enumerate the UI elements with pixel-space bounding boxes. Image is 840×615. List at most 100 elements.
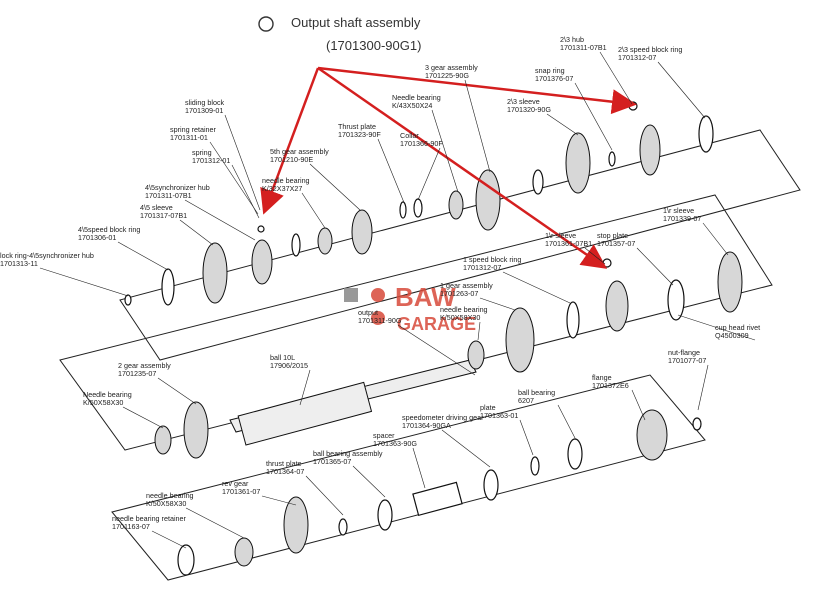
- label-code: 1701313-11: [0, 259, 38, 268]
- label-code: 1701311-07B1: [560, 43, 607, 52]
- label-code: 1701361-07: [222, 487, 260, 496]
- label-code: 1701339-07: [663, 214, 701, 223]
- leader-line: [631, 389, 646, 421]
- label-name: needle bearing: [146, 491, 194, 500]
- leader-line: [636, 247, 674, 286]
- label-name: 2 gear assembly: [118, 361, 171, 370]
- leader-line: [299, 369, 311, 406]
- label-code: 1701263-07: [440, 289, 478, 298]
- label-code: 1701163-07: [112, 522, 150, 531]
- label-name: sliding block: [185, 98, 225, 107]
- label-code: 1701357-07: [597, 239, 635, 248]
- label-code: 1701235-07: [118, 369, 156, 378]
- label-code: 1701372E6: [592, 381, 629, 390]
- label-name: Needle bearing: [83, 390, 132, 399]
- label-name: rev gear: [222, 479, 249, 488]
- label-name: 1 gear assembly: [440, 281, 493, 290]
- leader-line: [412, 447, 426, 489]
- label-name: spacer: [373, 431, 395, 440]
- leader-line: [574, 82, 613, 151]
- leader-line: [224, 114, 261, 211]
- label-name: needle bearing: [440, 305, 488, 314]
- label-name: Thrust plate: [338, 122, 376, 131]
- label-name: lock ring-4\5synchronizer hub: [0, 251, 94, 260]
- leader-line: [677, 314, 756, 341]
- label-code: K/32X37X27: [262, 184, 302, 193]
- leader-line: [209, 141, 259, 215]
- parts-group: [124, 101, 743, 576]
- label-code: K/43X50X24: [392, 101, 432, 110]
- title-marker-icon: [258, 16, 274, 32]
- leader-line: [157, 377, 197, 405]
- label-name: needle bearing retainer: [112, 514, 187, 523]
- leader-line: [231, 164, 260, 219]
- label-name: flange: [592, 373, 612, 382]
- label-name: 1 speed block ring: [463, 255, 521, 264]
- label-name: Needle bearing: [392, 93, 441, 102]
- leader-line: [441, 429, 491, 468]
- label-code: 1701311-01: [170, 133, 208, 142]
- leader-line: [39, 267, 129, 297]
- label-name: 4\5 sleeve: [140, 203, 173, 212]
- callout-arrows: [260, 66, 637, 269]
- leader-line: [546, 113, 579, 136]
- label-name: cup head rivet: [715, 323, 760, 332]
- leader-line: [464, 79, 491, 173]
- label-code: 1701225-90G: [425, 71, 469, 80]
- leader-line: [179, 219, 214, 246]
- leader-line: [479, 297, 516, 311]
- label-code: 1701364-07: [266, 467, 304, 476]
- diagram-part-number: (1701300-90G1): [326, 38, 421, 53]
- label-name: nut-flange: [668, 348, 700, 357]
- watermark-logo: BAW GARAGE: [344, 282, 476, 334]
- leader-line: [301, 192, 326, 229]
- leader-line: [122, 406, 164, 429]
- label-code: K/50X58X30: [83, 398, 123, 407]
- label-code: 1701376-07: [535, 74, 573, 83]
- label-code: 1701320-90G: [507, 105, 551, 114]
- label-code: 1701311-07B1: [145, 191, 192, 200]
- leader-line: [185, 507, 245, 539]
- label-name: ball 10L: [270, 353, 295, 362]
- leader-line: [261, 495, 297, 506]
- label-code: 1701210-90E: [270, 155, 313, 164]
- label-name: 5th gear assembly: [270, 147, 329, 156]
- label-code: 1701363-90G: [373, 439, 417, 448]
- label-code: 1701364-90GA: [402, 421, 451, 430]
- leader-line: [117, 241, 169, 271]
- leader-line: [557, 404, 577, 441]
- leader-line: [352, 465, 386, 498]
- label-code: 1701312-07: [618, 53, 656, 62]
- label-name: 2\3 hub: [560, 35, 584, 44]
- label-code: 1701366-90F: [400, 139, 443, 148]
- leader-line: [377, 138, 406, 206]
- label-code: 1701306-01: [78, 233, 116, 242]
- leader-line: [305, 475, 344, 516]
- label-name: needle bearing: [262, 176, 310, 185]
